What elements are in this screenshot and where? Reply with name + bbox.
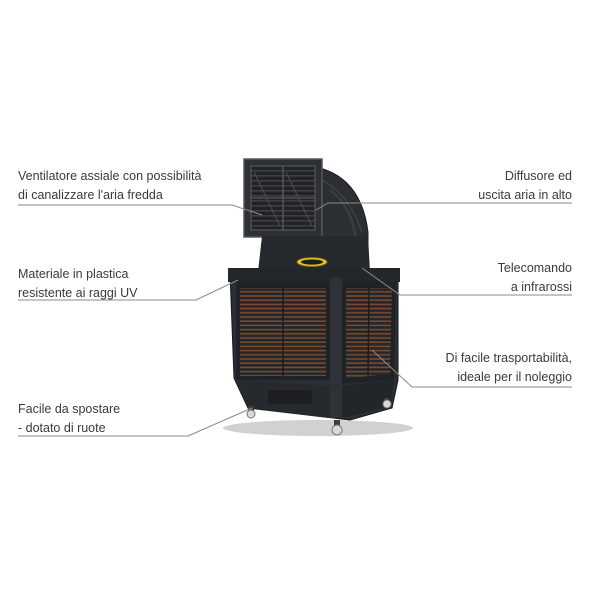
callout-remote: Telecomando a infrarossi: [498, 259, 572, 297]
callout-material-line1: Materiale in plastica: [18, 267, 129, 281]
callout-wheels: Facile da spostare - dotato di ruote: [18, 400, 120, 438]
callout-wheels-line2: - dotato di ruote: [18, 421, 106, 435]
callout-diffuser-line1: Diffusore ed: [504, 169, 572, 183]
leader-line-diffuser: [315, 202, 572, 211]
callout-remote-line1: Telecomando: [497, 261, 572, 275]
callout-material-line2: resistente ai raggi UV: [18, 286, 138, 300]
callout-fan: Ventilatore assiale con possibilità di c…: [18, 167, 201, 205]
callout-transport-line1: Di facile trasportabilità,: [445, 351, 572, 365]
leader-line-wheels: [18, 407, 253, 437]
body-neck: [258, 236, 370, 272]
callout-wheels-line1: Facile da spostare: [18, 402, 121, 416]
leader-lines: [18, 202, 572, 437]
leader-line-material: [18, 279, 239, 301]
wheel-front-left: [246, 406, 256, 419]
floor-shadow: [223, 420, 413, 436]
leader-line-transport: [371, 349, 572, 388]
callout-diffuser-line2: uscita aria in alto: [478, 188, 572, 202]
front-louver-panel: [240, 288, 326, 376]
callout-fan-line2: di canalizzare l'aria fredda: [18, 188, 163, 202]
callout-transport: Di facile trasportabilità, ideale per il…: [446, 349, 572, 387]
callout-material: Materiale in plastica resistente ai ragg…: [18, 265, 138, 303]
caster-wheels: [246, 398, 392, 436]
wheel-back-right: [382, 398, 392, 409]
fan-outlet: [243, 158, 323, 238]
callout-remote-line2: a infrarossi: [510, 280, 572, 294]
callout-transport-line2: ideale per il noleggio: [457, 370, 572, 384]
water-tank: [236, 380, 394, 418]
callout-fan-line1: Ventilatore assiale con possibilità: [18, 169, 202, 183]
brand-badge: [296, 257, 328, 267]
leader-line-remote: [361, 267, 572, 296]
leader-line-fan: [18, 204, 263, 216]
callout-diffuser: Diffusore ed uscita aria in alto: [478, 167, 572, 205]
wheel-front-right: [331, 420, 343, 436]
side-louver-panel: [346, 287, 392, 378]
